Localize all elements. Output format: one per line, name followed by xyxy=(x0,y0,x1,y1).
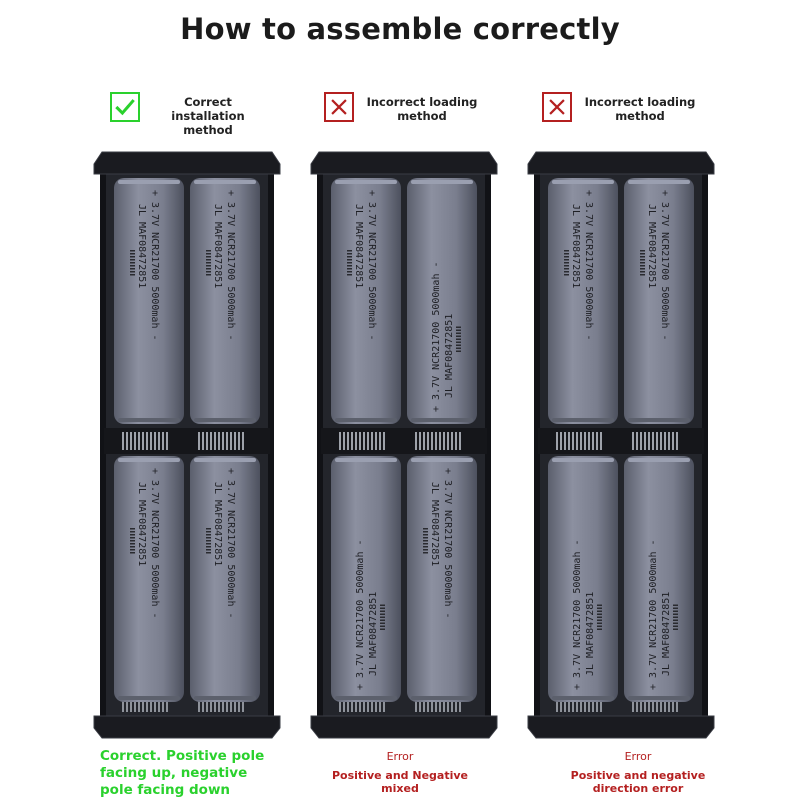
svg-text:+ 3.7V NCR21700 5000mah -: + 3.7V NCR21700 5000mah - xyxy=(355,539,366,690)
svg-text:JL MAF08472851: JL MAF08472851 xyxy=(368,592,379,676)
svg-text:JL MAF08472851: JL MAF08472851 xyxy=(212,482,223,566)
svg-text:+ 3.7V NCR21700 5000mah -: + 3.7V NCR21700 5000mah - xyxy=(659,190,670,341)
method-label: Correct installation method xyxy=(171,95,245,137)
caption-head: Error xyxy=(386,750,414,763)
method-label: Incorrect loading method xyxy=(366,95,478,123)
svg-text:JL MAF08472851: JL MAF08472851 xyxy=(136,482,147,566)
x-icon xyxy=(324,92,354,122)
svg-text:+ 3.7V NCR21700 5000mah -: + 3.7V NCR21700 5000mah - xyxy=(648,539,659,690)
battery-holder-correct: + 3.7V NCR21700 5000mah -JL MAF08472851+… xyxy=(92,150,282,740)
caption-body: Positive and negative direction error xyxy=(570,769,706,795)
svg-text:+ 3.7V NCR21700 5000mah -: + 3.7V NCR21700 5000mah - xyxy=(149,468,160,619)
svg-text:JL MAF08472851: JL MAF08472851 xyxy=(353,204,364,288)
svg-text:+ 3.7V NCR21700 5000mah -: + 3.7V NCR21700 5000mah - xyxy=(225,190,236,341)
battery-cell: + 3.7V NCR21700 5000mah -JL MAF08472851 xyxy=(114,178,184,424)
svg-text:JL MAF08472851: JL MAF08472851 xyxy=(570,204,581,288)
svg-text:JL MAF08472851: JL MAF08472851 xyxy=(585,592,596,676)
battery-cell: + 3.7V NCR21700 5000mah -JL MAF08472851 xyxy=(331,456,401,702)
battery-cell: + 3.7V NCR21700 5000mah -JL MAF08472851 xyxy=(331,178,401,424)
battery-cell: + 3.7V NCR21700 5000mah -JL MAF08472851 xyxy=(190,456,260,702)
caption-body: Correct. Positive pole facing up, negati… xyxy=(100,748,265,798)
caption-error-mixed: Error Positive and Negative mixed xyxy=(330,750,470,795)
battery-cell: + 3.7V NCR21700 5000mah -JL MAF08472851 xyxy=(407,456,477,702)
battery-cell: + 3.7V NCR21700 5000mah -JL MAF08472851 xyxy=(190,178,260,424)
caption-correct: Correct. Positive pole facing up, negati… xyxy=(100,748,280,799)
svg-text:+ 3.7V NCR21700 5000mah -: + 3.7V NCR21700 5000mah - xyxy=(366,190,377,341)
battery-cell: + 3.7V NCR21700 5000mah -JL MAF08472851 xyxy=(114,456,184,702)
check-icon xyxy=(110,92,140,122)
battery-cell: + 3.7V NCR21700 5000mah -JL MAF08472851 xyxy=(548,178,618,424)
svg-text:JL MAF08472851: JL MAF08472851 xyxy=(646,204,657,288)
svg-text:+ 3.7V NCR21700 5000mah -: + 3.7V NCR21700 5000mah - xyxy=(149,190,160,341)
caption-error-direction: Error Positive and negative direction er… xyxy=(548,750,728,795)
method-label: Incorrect loading method xyxy=(584,95,696,123)
svg-text:+ 3.7V NCR21700 5000mah -: + 3.7V NCR21700 5000mah - xyxy=(225,468,236,619)
caption-body: Positive and Negative mixed xyxy=(331,769,468,795)
battery-holder-reversed: + 3.7V NCR21700 5000mah -JL MAF08472851+… xyxy=(526,150,716,740)
svg-text:+ 3.7V NCR21700 5000mah -: + 3.7V NCR21700 5000mah - xyxy=(431,261,442,412)
battery-cell: + 3.7V NCR21700 5000mah -JL MAF08472851 xyxy=(548,456,618,702)
battery-holder-mixed: + 3.7V NCR21700 5000mah -JL MAF08472851+… xyxy=(309,150,499,740)
svg-text:JL MAF08472851: JL MAF08472851 xyxy=(429,482,440,566)
svg-text:JL MAF08472851: JL MAF08472851 xyxy=(661,592,672,676)
svg-text:JL MAF08472851: JL MAF08472851 xyxy=(212,204,223,288)
battery-cell: + 3.7V NCR21700 5000mah -JL MAF08472851 xyxy=(407,178,477,424)
x-icon xyxy=(542,92,572,122)
page-title: How to assemble correctly xyxy=(180,12,620,46)
svg-text:+ 3.7V NCR21700 5000mah -: + 3.7V NCR21700 5000mah - xyxy=(572,539,583,690)
svg-text:JL MAF08472851: JL MAF08472851 xyxy=(136,204,147,288)
svg-text:+ 3.7V NCR21700 5000mah -: + 3.7V NCR21700 5000mah - xyxy=(583,190,594,341)
caption-head: Error xyxy=(624,750,652,763)
battery-cell: + 3.7V NCR21700 5000mah -JL MAF08472851 xyxy=(624,178,694,424)
battery-cell: + 3.7V NCR21700 5000mah -JL MAF08472851 xyxy=(624,456,694,702)
svg-text:+ 3.7V NCR21700 5000mah -: + 3.7V NCR21700 5000mah - xyxy=(442,468,453,619)
svg-text:JL MAF08472851: JL MAF08472851 xyxy=(444,314,455,398)
